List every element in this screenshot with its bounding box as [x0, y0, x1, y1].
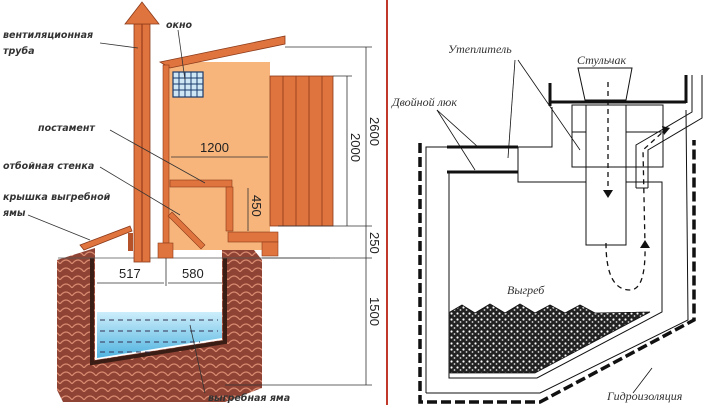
waterproofing-layer — [418, 140, 696, 404]
dim-floor-offset: 250 — [367, 232, 382, 254]
dim-door-height: 2000 — [348, 133, 363, 162]
label-double-hatch: Двойной люк — [391, 95, 457, 109]
label-insulation: Утеплитель — [448, 42, 512, 56]
label-toilet-seat: Стульчак — [577, 53, 627, 67]
cesspit-brickwork — [57, 245, 262, 402]
splash-wall — [167, 211, 206, 250]
label-splash-wall: отбойная стенка — [3, 161, 94, 172]
toilet-seat — [577, 67, 633, 101]
dim-total-height: 2600 — [367, 117, 382, 146]
dim-pit-left: 517 — [119, 266, 141, 281]
label-cesspit: выгребная яма — [208, 393, 290, 404]
window — [172, 71, 204, 98]
label-pit-lid-2: ямы — [2, 208, 26, 219]
step — [227, 231, 279, 243]
label-pit-lid-1: крышка выгребной — [3, 192, 111, 203]
dim-pit-depth: 1500 — [367, 297, 382, 326]
pedestal — [169, 179, 233, 188]
label-window: окно — [166, 20, 193, 31]
ventilation-pipe — [124, 1, 160, 263]
door — [269, 75, 334, 227]
dim-seat-height: 450 — [249, 195, 264, 217]
label-cesspool: Выгреб — [507, 283, 545, 297]
label-vent-pipe-1: вентиляционная — [3, 30, 93, 41]
label-pedestal: постамент — [38, 123, 95, 134]
label-vent-pipe-2: труба — [3, 46, 35, 57]
dim-pit-right: 580 — [182, 266, 204, 281]
dim-interior-width: 1200 — [200, 140, 229, 155]
vent-pipe — [635, 75, 703, 188]
sewage-water — [97, 312, 222, 358]
pit-lid — [79, 225, 133, 251]
chute — [585, 104, 627, 246]
gravel-layer — [449, 303, 651, 374]
label-waterproofing: Гидроизоляция — [606, 389, 683, 403]
